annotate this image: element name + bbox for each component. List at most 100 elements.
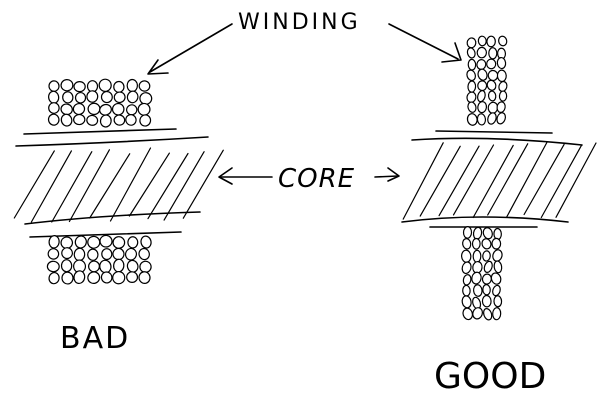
bad-winding-wire [138, 271, 151, 284]
bad-winding-wire [62, 91, 74, 104]
hatch-line [506, 142, 548, 218]
good-bottom-winding [461, 226, 503, 321]
bad-winding-wire [73, 80, 86, 93]
good-winding-wire [482, 250, 491, 262]
hatch-line [13, 150, 55, 219]
hatch-line [419, 145, 461, 217]
bad-winding-wire [99, 114, 112, 128]
bad-winding-wire [60, 113, 73, 127]
bad-winding-wire [126, 271, 139, 283]
bad-winding-wire [127, 236, 139, 249]
good-winding-wire [492, 307, 502, 321]
good-winding-wire [490, 272, 502, 285]
good-winding-wire [493, 227, 502, 241]
hatch-line [147, 152, 189, 220]
good-winding-wire [461, 261, 472, 275]
hatch-line [163, 151, 205, 221]
bad-winding-wire [87, 102, 101, 116]
good-winding-wire [462, 307, 474, 321]
good-winding-wire [481, 238, 492, 250]
hatch-line [472, 144, 514, 219]
bad-bottom-winding [46, 234, 152, 285]
good-winding-wire [471, 271, 482, 285]
core-label: CORE [278, 164, 355, 194]
winding-label: WINDING [238, 10, 361, 35]
bad-winding-wire [48, 235, 60, 249]
hatch-line [540, 145, 582, 219]
good-winding-wire [486, 79, 497, 91]
bad-winding-wire [113, 91, 126, 104]
bad-winding-wire [73, 247, 86, 262]
bad-winding-wire [126, 259, 139, 273]
good-winding-wire [466, 113, 478, 126]
bad-core [13, 136, 224, 225]
good-winding-wire [471, 237, 481, 250]
good-winding-wire [496, 101, 506, 114]
good-winding-wire [466, 47, 476, 59]
good-winding-wire [477, 80, 488, 92]
good-winding-wire [466, 37, 477, 49]
good-winding-wire [462, 274, 472, 286]
good-winding-wire [487, 69, 499, 82]
bad-top-winding [47, 78, 153, 128]
good-winding-wire [492, 249, 503, 262]
good-winding-wire [493, 260, 503, 274]
good-assembly [401, 35, 597, 321]
good-winding-wire [481, 273, 492, 285]
bad-winding-wire [113, 114, 126, 126]
hatch-line [68, 149, 111, 223]
good-winding-wire [477, 35, 487, 47]
bad-winding-wire [140, 235, 152, 249]
good-winding-wire [492, 284, 501, 297]
bad-winding-wire [48, 90, 60, 104]
bad-winding-wire [60, 259, 73, 273]
good-winding-wire [486, 58, 497, 70]
bad-winding-wire [100, 271, 113, 284]
bad-winding-wire [99, 259, 112, 274]
bad-winding-wire [137, 102, 151, 116]
bad-winding-wire [125, 114, 137, 126]
good-winding-wire [496, 112, 506, 125]
good-winding-wire [462, 284, 471, 297]
bad-winding-wire [73, 113, 86, 126]
good-core [401, 137, 597, 223]
good-winding-wire [467, 101, 477, 113]
bad-winding-wire [47, 248, 60, 260]
bad-winding-wire [72, 102, 86, 116]
bad-winding-wire [126, 78, 138, 93]
good-winding-wire [483, 260, 493, 274]
hatch-line [182, 149, 224, 219]
bad-winding-wire [138, 80, 151, 92]
good-winding-wire [477, 101, 488, 114]
bad-winding-wire [99, 234, 113, 248]
bad-assembly [13, 78, 224, 285]
good-winding-wire [496, 56, 507, 70]
bad-winding-wire [60, 79, 74, 92]
bad-winding-wire [74, 235, 87, 249]
good-winding-wire [461, 295, 472, 309]
good-winding-wire [487, 90, 497, 102]
hatch-line [523, 143, 565, 216]
arrow-core-to-bad [218, 167, 273, 185]
bad-winding-wire [112, 270, 126, 285]
bad-winding-wire [139, 92, 153, 105]
bad-winding-wire [48, 80, 60, 92]
bad-winding-wire [139, 260, 152, 274]
good-winding-wire [498, 90, 508, 102]
good-winding-wire [498, 35, 508, 47]
bad-winding-wire [139, 114, 152, 127]
hatch-line [555, 142, 597, 218]
good-winding-wire [461, 249, 472, 263]
bad-winding-wire [87, 235, 101, 249]
good-winding-wire [481, 294, 492, 308]
bad-winding-wire [112, 236, 126, 249]
bad-winding-wire [74, 91, 87, 104]
hatch-line [51, 151, 93, 223]
bad-winding-wire [111, 102, 125, 116]
good-winding-wire [487, 112, 497, 125]
good-core-hatching [402, 142, 597, 220]
bad-winding-wire [73, 270, 86, 285]
bad-top-insulation-line [23, 128, 177, 135]
good-winding-wire [467, 80, 477, 93]
good-winding-wire [496, 69, 507, 83]
